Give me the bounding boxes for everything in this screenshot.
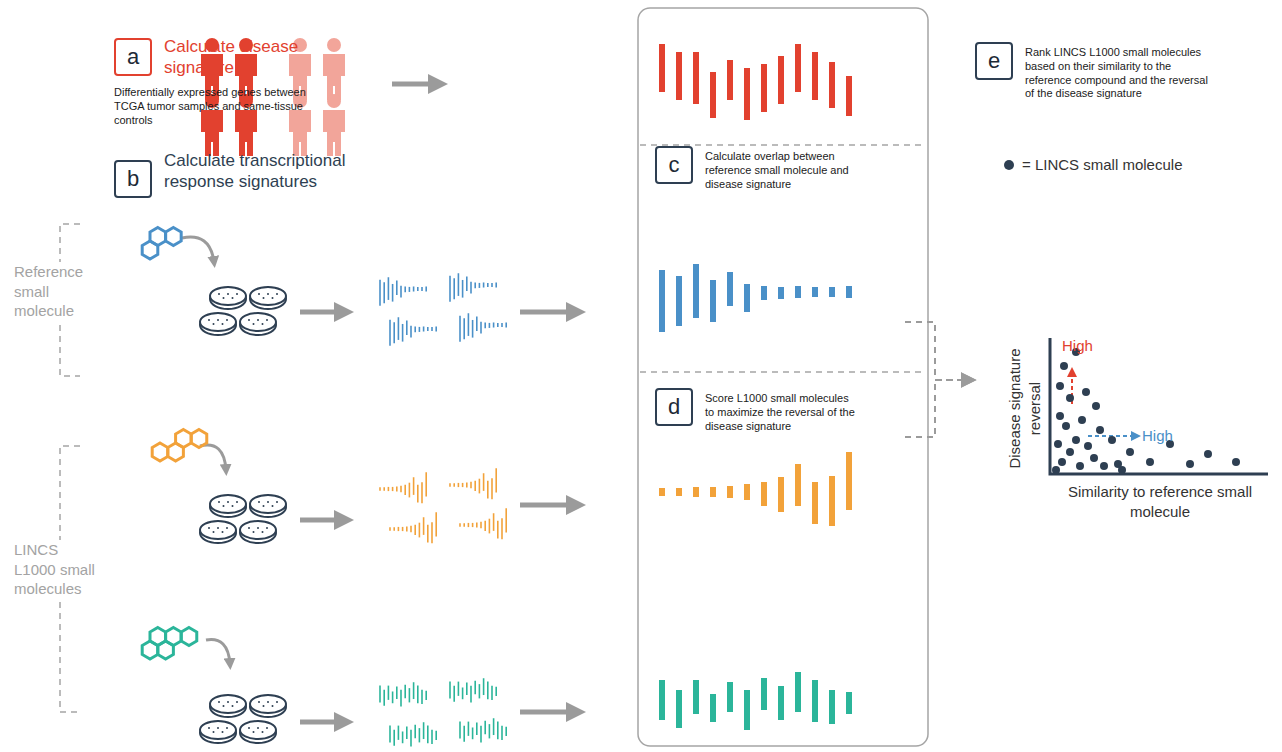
panel-letter: c <box>655 146 693 184</box>
mini-signature <box>460 313 506 342</box>
flow-arrow <box>300 720 338 725</box>
direction-label: High <box>1062 336 1093 356</box>
figures <box>142 38 1240 747</box>
legend-entry: = LINCS small molecule <box>1002 156 1182 173</box>
treat-arrow <box>182 237 214 262</box>
panel-divider <box>640 371 926 373</box>
step-description: Differentially expressed genes between T… <box>114 86 329 127</box>
flow-arrow <box>520 310 570 315</box>
legend-text: = LINCS small molecule <box>1022 156 1182 173</box>
culture-dishes <box>200 495 286 543</box>
flow-arrow <box>300 310 338 315</box>
flow-arrow <box>392 82 432 87</box>
direction-label: High <box>1142 426 1173 446</box>
step-panel: c Calculate overlap between reference sma… <box>655 146 905 361</box>
plot-axes <box>1050 338 1268 474</box>
flow-arrow <box>520 503 570 508</box>
step-description: Calculate overlap between reference smal… <box>705 150 860 191</box>
flow-arrow <box>300 518 338 523</box>
culture-dishes <box>200 287 286 335</box>
group-label: Reference small molecule <box>14 262 96 321</box>
person-icon <box>323 94 345 156</box>
mini-signature <box>450 273 496 302</box>
signature-bars <box>662 44 849 120</box>
mini-signature <box>460 718 506 742</box>
panel-letter: b <box>114 160 152 198</box>
molecule-icon <box>142 228 181 260</box>
center-panel <box>638 8 928 746</box>
scatter-points <box>1052 348 1240 474</box>
mini-signature <box>390 722 436 746</box>
signature-bars <box>662 672 849 730</box>
mini-signature <box>390 512 436 543</box>
person-icon <box>323 38 345 100</box>
treat-arrow <box>200 445 226 470</box>
panel-letter: e <box>975 42 1013 80</box>
panel-letter: d <box>655 388 693 426</box>
molecule-icon <box>142 628 197 660</box>
panel-letter: a <box>114 38 152 76</box>
flow-connector <box>905 322 975 380</box>
treat-arrow <box>206 640 230 665</box>
signature-bars <box>662 452 849 526</box>
molecule-icon <box>152 430 207 462</box>
axis-label: Similarity to reference small molecule <box>1052 482 1268 521</box>
step-description: Rank LINCS L1000 small molecules based o… <box>1025 46 1215 101</box>
legend-dot <box>1002 158 1016 172</box>
group-label: LINCS L1000 small molecules <box>14 540 96 599</box>
flow-arrows <box>300 84 570 722</box>
flow-arrow <box>520 710 570 715</box>
step-panel: b Calculate transcriptional response sign… <box>114 150 414 202</box>
step-panel: a Calculate disease signatureDifferential… <box>114 36 364 131</box>
mini-signature <box>380 472 426 503</box>
flow-connector <box>905 380 975 437</box>
step-panel: d Score L1000 small molecules to maximize… <box>655 388 905 538</box>
step-description: Score L1000 small molecules to maximize … <box>705 392 860 433</box>
step-heading: Calculate disease signature <box>164 36 334 79</box>
signature-bars <box>662 264 849 332</box>
mini-signature <box>390 317 436 346</box>
mini-signature <box>450 678 496 702</box>
axis-label: Disease signature reversal <box>1005 333 1044 483</box>
mini-signature <box>450 468 496 499</box>
culture-dishes <box>200 695 286 743</box>
mini-signature <box>460 508 506 539</box>
step-heading: Calculate transcriptional response signa… <box>164 150 394 193</box>
mini-signature <box>380 277 426 306</box>
mini-signature <box>380 682 426 706</box>
